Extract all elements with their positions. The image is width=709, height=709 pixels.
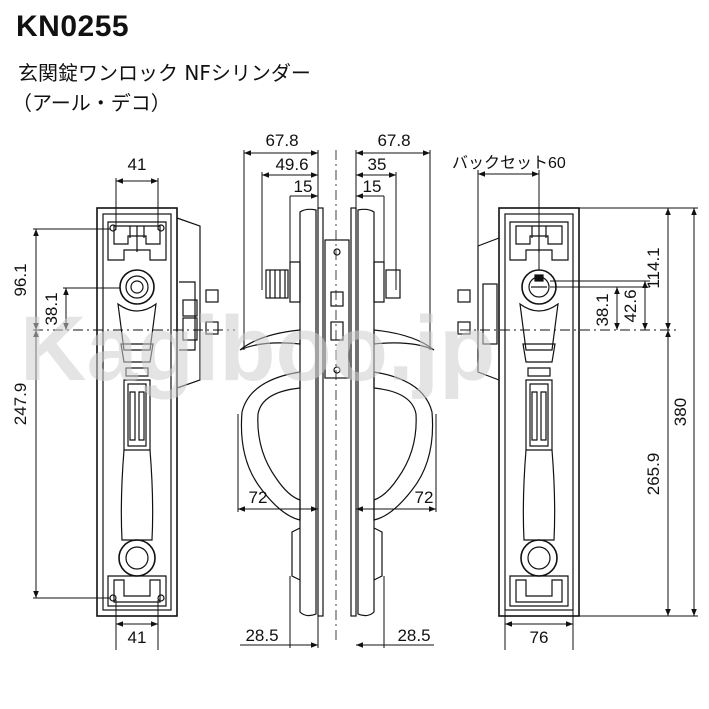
- front-view-right: [457, 207, 580, 617]
- dim-right-426: 42.6: [621, 289, 640, 322]
- dim-right-380: 380: [671, 398, 690, 426]
- dim-left-38: 38.1: [42, 292, 61, 325]
- dim-side-right-678: 67.8: [377, 131, 410, 150]
- dim-side-left-285: 28.5: [245, 626, 278, 645]
- dim-left-96: 96.1: [11, 263, 30, 296]
- model-title: KN0255: [16, 10, 130, 43]
- dim-backset: バックセット60: [452, 154, 566, 172]
- dim-side-right-35: 35: [368, 155, 387, 174]
- product-name: 玄関錠ワンロック NFシリンダー: [18, 61, 311, 85]
- dim-side-left-15: 15: [294, 177, 313, 196]
- dim-right-2659: 265.9: [644, 453, 663, 496]
- dim-side-right-285: 28.5: [397, 626, 430, 645]
- dim-left-247: 247.9: [11, 383, 30, 426]
- product-series: （アール・デコ）: [12, 91, 171, 115]
- dim-side-left-496: 49.6: [275, 155, 308, 174]
- dim-left-bottom-width: 41: [128, 628, 147, 647]
- dim-side-left-72: 72: [249, 488, 268, 507]
- dim-right-1141: 114.1: [644, 247, 663, 288]
- dim-side-left-678: 67.8: [265, 131, 298, 150]
- dim-side-right-15: 15: [363, 177, 382, 196]
- dim-right-38: 38.1: [593, 293, 612, 326]
- dim-right-bottom-width: 76: [530, 628, 549, 647]
- side-view: [239, 150, 435, 640]
- dim-left-top-width: 41: [128, 155, 147, 174]
- front-view-left: [96, 207, 219, 617]
- dim-side-right-72: 72: [415, 488, 434, 507]
- watermark: Kagiboo.jp: [20, 298, 495, 400]
